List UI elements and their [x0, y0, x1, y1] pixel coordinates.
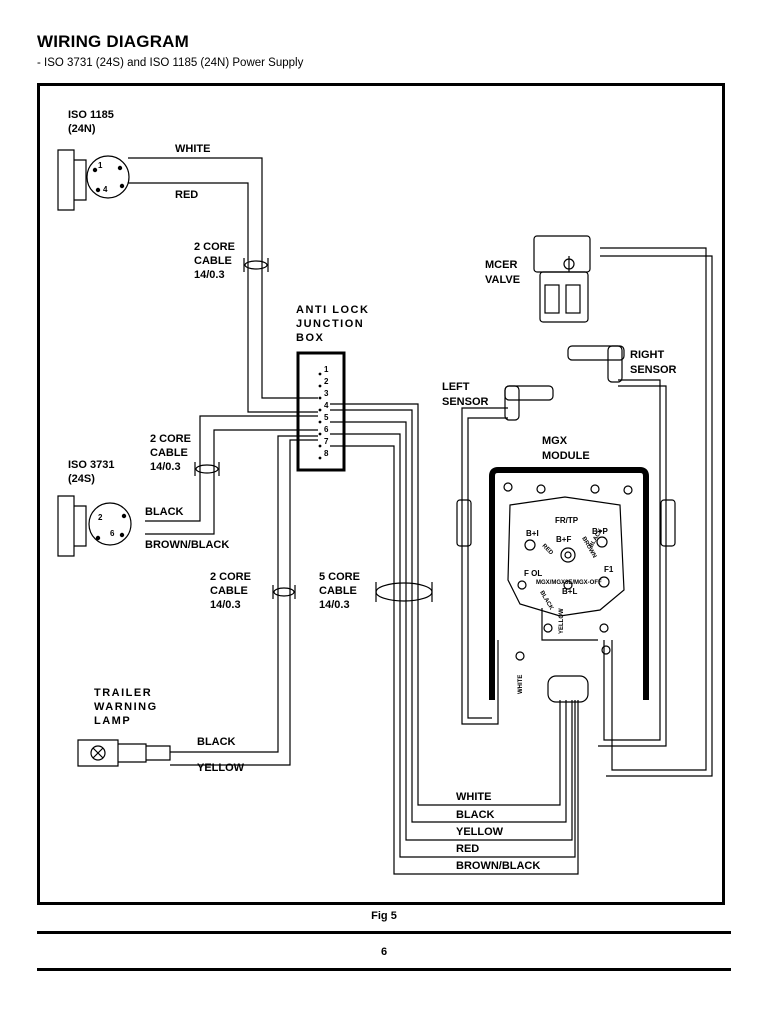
mgx-wire-red: RED: [541, 543, 555, 557]
bundle-white: [330, 403, 450, 806]
iso1185-code: (24N): [68, 123, 96, 135]
iso3731-pin-6: 6: [110, 529, 115, 538]
terminal-1: 1: [324, 365, 329, 374]
iso1185-pin-1: 1: [98, 161, 103, 170]
wire-label-white: WHITE: [175, 143, 210, 155]
terminal-5: 5: [324, 413, 329, 422]
left-sensor-label-2: SENSOR: [442, 396, 489, 408]
page-title: WIRING DIAGRAM: [37, 32, 190, 51]
lamp-wire-black: BLACK: [197, 736, 236, 748]
mgx-b-l: B+L: [562, 587, 577, 596]
terminal-8: 8: [324, 449, 329, 458]
mgx-wire-black-upper: BLACK: [589, 527, 605, 549]
mgx-module-label-2: MODULE: [542, 450, 590, 462]
figure-caption: Fig 5: [371, 910, 397, 922]
wire-yellow-lamp: [170, 439, 318, 766]
right-sensor-label: RIGHT: [630, 349, 665, 361]
page-subtitle: - ISO 3731 (24S) and ISO 1185 (24N) Powe…: [37, 57, 304, 69]
right-sensor-label-2: SENSOR: [630, 364, 677, 376]
mgx-b-p: B+P: [592, 527, 608, 536]
cable-label-upper: 2 CORE: [194, 241, 235, 253]
wire-label-brownblack: BROWN/BLACK: [145, 539, 229, 551]
terminal-4: 4: [324, 401, 329, 410]
cable-label-five-core-3: 14/0.3: [319, 599, 350, 611]
mgx-fr-tp: FR/TP: [555, 516, 579, 525]
iso1185-pin-4: 4: [103, 185, 108, 194]
mgx-b-i: B+I: [526, 529, 539, 538]
trailer-lamp-label: TRAILER: [94, 687, 152, 699]
junction-box-label-2: JUNCTION: [296, 318, 364, 330]
wire-red-iso1185: [128, 182, 318, 413]
left-sensor-label: LEFT: [442, 381, 470, 393]
trailer-lamp-label-3: LAMP: [94, 715, 131, 727]
cable-label-middle-2: CABLE: [150, 447, 188, 459]
wire-brownblack-iso3731: [145, 429, 318, 535]
mgx-wire-black-lower: BLACK: [538, 590, 554, 612]
trailer-lamp-label-2: WARNING: [94, 701, 158, 713]
bundle-label-red: RED: [456, 843, 479, 855]
terminal-7: 7: [324, 437, 329, 446]
terminal-3: 3: [324, 389, 329, 398]
mgx-f-ol: F OL: [524, 569, 542, 578]
cable-label-upper-2: CABLE: [194, 255, 232, 267]
mgx-module-label: MGX: [542, 435, 568, 447]
iso3731-pin-2: 2: [98, 513, 103, 522]
mcer-valve-label-2: VALVE: [485, 274, 520, 286]
wire-label-black: BLACK: [145, 506, 184, 518]
bundle-label-yellow: YELLOW: [456, 826, 504, 838]
cable-label-five-core-2: CABLE: [319, 585, 357, 597]
terminal-6: 6: [324, 425, 329, 434]
wire-white-iso1185: [128, 157, 318, 399]
iso3731-label: ISO 3731: [68, 459, 114, 471]
mgx-wire-white: WHITE: [518, 675, 524, 694]
page-number: 6: [380, 946, 388, 958]
diagram-frame: [37, 83, 725, 905]
cable-label-middle: 2 CORE: [150, 433, 191, 445]
cable-label-five-core: 5 CORE: [319, 571, 360, 583]
bundle-label-black: BLACK: [456, 809, 495, 821]
iso3731-code: (24S): [68, 473, 95, 485]
divider-top: [37, 931, 731, 934]
mcer-valve-label: MCER: [485, 259, 517, 271]
mgx-b-f: B+F: [556, 535, 571, 544]
cable-label-lower-3: 14/0.3: [210, 599, 241, 611]
cable-label-upper-3: 14/0.3: [194, 269, 225, 281]
terminal-2: 2: [324, 377, 329, 386]
junction-box-label-3: BOX: [296, 332, 324, 344]
cable-label-lower-2: CABLE: [210, 585, 248, 597]
mgx-mode: MGX/MGX3E/MGX-OFF: [536, 580, 602, 586]
divider-bottom: [37, 968, 731, 971]
cable-label-lower: 2 CORE: [210, 571, 251, 583]
mgx-f1: F1: [604, 565, 614, 574]
mgx-wire-yellow: YELLOW: [559, 608, 565, 634]
iso1185-label: ISO 1185: [68, 109, 114, 121]
bundle-label-brownblack: BROWN/BLACK: [456, 860, 540, 872]
junction-box-label: ANTI LOCK: [296, 304, 369, 316]
wire-label-red: RED: [175, 189, 198, 201]
bundle-label-white: WHITE: [456, 791, 491, 803]
cable-label-middle-3: 14/0.3: [150, 461, 181, 473]
lamp-wire-yellow: YELLOW: [197, 762, 245, 774]
junction-box: [296, 351, 346, 472]
wire-black-iso3731: [145, 415, 318, 522]
